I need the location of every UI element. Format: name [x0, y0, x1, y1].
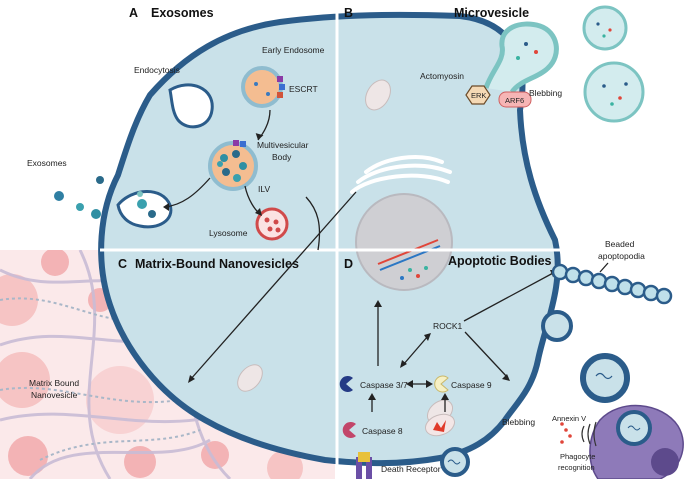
- label-beaded-line2: apoptopodia: [598, 251, 645, 261]
- pathway-arrows: [164, 109, 609, 412]
- endocytosis-pit: [168, 83, 214, 129]
- panel-a-header: A Exosomes: [129, 6, 214, 20]
- label-arf6: ARF6: [505, 96, 524, 105]
- label-rock1: ROCK1: [433, 321, 463, 331]
- label-endocytosis: Endocytosis: [134, 65, 180, 75]
- label-annexin-v: Annexin V: [552, 414, 586, 423]
- label-mvb-line2: Body: [272, 152, 292, 162]
- label-phagocyte-line2: recognition: [558, 463, 595, 472]
- arrowheads: [163, 133, 558, 400]
- label-erk: ERK: [471, 91, 486, 100]
- arf6-protein: [498, 91, 532, 108]
- early-endosome: [241, 66, 283, 108]
- label-phagocyte-line1: Phagocyte: [560, 452, 595, 461]
- apoptotic-body: [440, 447, 470, 477]
- recognition-signal: [581, 421, 597, 447]
- mitochondrion: [237, 364, 263, 392]
- label-mbn-line2: Nanovesicle: [31, 390, 78, 400]
- label-mvb-line1: Multivesicular: [257, 140, 309, 150]
- exosome-release-pocket: [116, 190, 173, 229]
- panel-c-letter: C: [118, 257, 127, 271]
- label-ilv: ILV: [258, 184, 270, 194]
- annexin-v-markers: [560, 422, 572, 444]
- label-actomyosin: Actomyosin: [420, 71, 464, 81]
- panel-b-header: B Microvesicle: [344, 6, 529, 20]
- beaded-apoptopodia: [551, 263, 673, 305]
- label-caspase-9: Caspase 9: [451, 380, 492, 390]
- panel-d-letter: D: [344, 257, 353, 271]
- phagocyte: [589, 404, 684, 480]
- panel-b-title: Microvesicle: [454, 6, 529, 20]
- budding-microvesicle: [483, 21, 559, 94]
- label-early-endosome: Early Endosome: [262, 45, 325, 55]
- label-lysosome: Lysosome: [209, 228, 248, 238]
- label-caspase-8: Caspase 8: [362, 426, 403, 436]
- panel-a-title: Exosomes: [151, 6, 214, 20]
- label-death-receptor: Death Receptor: [381, 464, 441, 474]
- label-blebbing-top: Blebbing: [529, 88, 562, 98]
- mvb-escrt-complex: [233, 140, 246, 147]
- released-exosomes: [54, 176, 156, 219]
- mitochondrion-damaged: [424, 413, 456, 437]
- panel-c-title: Matrix-Bound Nanovesicles: [135, 257, 299, 271]
- erk-protein: [465, 85, 491, 105]
- panel-c-header: C Matrix-Bound Nanovesicles: [118, 257, 299, 271]
- caspase-9-icon: [434, 375, 449, 393]
- mitochondrion: [365, 79, 391, 111]
- death-receptor-icon: [356, 452, 372, 479]
- label-mbn-line1: Matrix Bound: [29, 378, 79, 388]
- lysosome: [255, 207, 289, 241]
- panel-d-title: Apoptotic Bodies: [448, 254, 552, 268]
- multivesicular-body: [208, 141, 258, 191]
- apoptotic-bleb: [541, 310, 573, 342]
- panel-a-letter: A: [129, 6, 138, 20]
- nucleus: [350, 155, 453, 291]
- label-beaded-line1: Beaded: [605, 239, 635, 249]
- free-microvesicle: [582, 5, 628, 51]
- apoptotic-body: [580, 353, 630, 403]
- caspase-8-icon: [342, 422, 356, 438]
- escrt-complex: [277, 76, 285, 98]
- free-microvesicle: [583, 61, 645, 123]
- label-escrt: ESCRT: [289, 84, 318, 94]
- panel-b-letter: B: [344, 6, 353, 20]
- panel-d-header: D Apoptotic Bodies: [344, 254, 552, 271]
- caspase-3-7-icon: [339, 375, 353, 392]
- label-blebbing-bottom: Blebbing: [502, 417, 535, 427]
- label-caspase-3-7: Caspase 3/7: [360, 380, 408, 390]
- label-exosomes: Exosomes: [27, 158, 67, 168]
